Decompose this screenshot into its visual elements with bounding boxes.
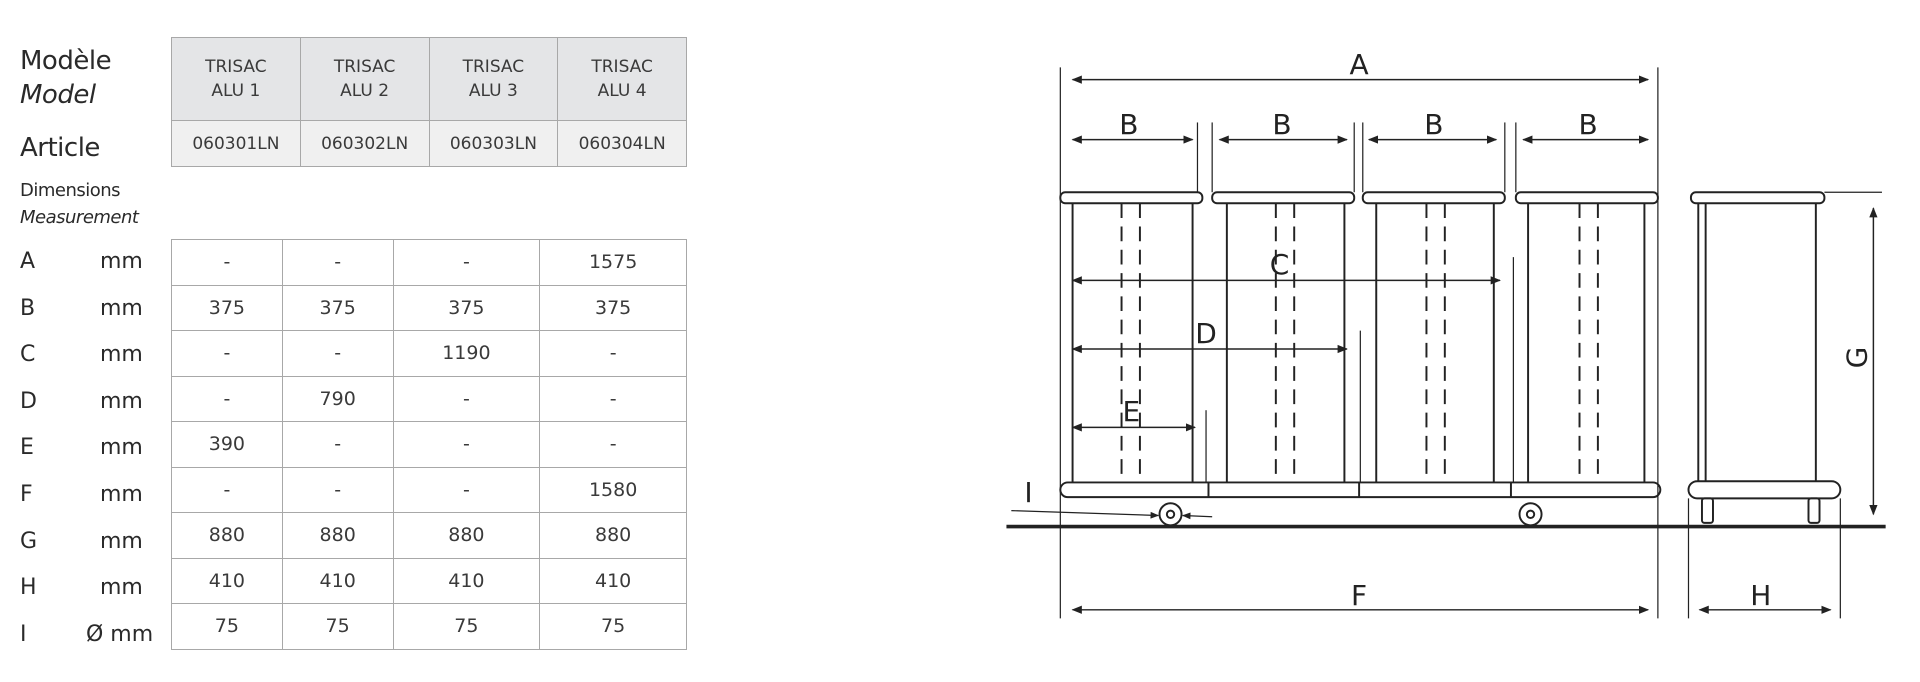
article-number-cell: 060301LN <box>171 120 301 167</box>
dimension-value-cell: 790 <box>281 375 394 422</box>
diagram-label-g: G <box>1840 346 1874 369</box>
dimension-unit: mm <box>100 249 143 274</box>
dimension-unit: mm <box>100 295 143 321</box>
dimension-value-cell: - <box>392 239 541 286</box>
diagram-label-b: B <box>1119 107 1139 141</box>
dimension-letter: H <box>20 575 37 601</box>
model-name-line1: TRISAC <box>462 57 525 77</box>
dimension-arrow-i <box>1011 510 1213 520</box>
dimension-value-cell: - <box>171 330 283 377</box>
cabinet-tops <box>1059 191 1659 205</box>
dimension-value-cell: 75 <box>392 603 541 650</box>
dimension-value-cell: - <box>281 239 394 286</box>
dimension-value-cell: 880 <box>171 512 283 559</box>
extension-lines <box>1059 67 1882 619</box>
dimension-unit: mm <box>100 342 143 368</box>
dimension-row-f: ---1580 <box>171 466 687 513</box>
cabinet-posts <box>1071 203 1646 483</box>
dimension-value-cell: 880 <box>392 512 541 559</box>
diagram-label-b: B <box>1272 107 1292 141</box>
dimension-value-cell: - <box>281 466 394 513</box>
dimension-value-cell: 375 <box>281 284 394 331</box>
diagram-label-h: H <box>1750 579 1772 613</box>
model-name-line1: TRISAC <box>333 57 396 77</box>
dimension-letter: D <box>20 388 37 414</box>
side-view-trolley <box>1687 191 1842 524</box>
dimension-row-a: ---1575 <box>171 239 687 286</box>
dimension-value-cell: - <box>539 330 687 377</box>
model-header-row: TRISAC ALU 1 TRISAC ALU 2 TRISAC ALU 3 TRISAC A… <box>171 37 687 121</box>
model-name-line2: ALU 2 <box>340 81 390 101</box>
model-label-en: Model <box>20 80 96 110</box>
trolley-base <box>1059 481 1662 499</box>
model-table: TRISAC ALU 1 TRISAC ALU 2 TRISAC ALU 3 TRISAC A… <box>171 37 687 167</box>
dimension-value-cell: 410 <box>539 557 687 604</box>
dimension-value-cell: 880 <box>539 512 687 559</box>
dimension-unit: mm <box>100 575 143 601</box>
dimension-letter: G <box>20 528 38 554</box>
dimension-value-cell: - <box>392 375 541 422</box>
dimension-unit: mm <box>100 482 143 507</box>
cabinet-hidden-lines <box>1120 203 1599 483</box>
model-name-cell: TRISAC ALU 4 <box>557 37 687 121</box>
dimension-unit: Ø mm <box>86 621 154 647</box>
diagram-label-d: D <box>1195 317 1217 351</box>
article-label: Article <box>20 133 100 163</box>
dimension-value-cell: 1580 <box>539 466 687 513</box>
dimension-letter: B <box>20 295 36 321</box>
dimensions-label-fr: Dimensions <box>20 180 121 201</box>
dimension-value-cell: 1190 <box>392 330 541 377</box>
dimension-row-c: --1190- <box>171 330 687 377</box>
model-name-cell: TRISAC ALU 2 <box>299 37 430 121</box>
model-name-line1: TRISAC <box>591 57 653 77</box>
diagram-label-b: B <box>1424 107 1444 141</box>
model-name-line2: ALU 3 <box>468 81 518 101</box>
dimension-value-cell: 375 <box>539 284 687 331</box>
dimension-unit: mm <box>100 388 143 414</box>
dimension-value-cell: 75 <box>281 603 394 650</box>
dimension-letter: A <box>20 249 36 274</box>
dimensions-label-en: Measurement <box>20 207 139 228</box>
diagram-label-b: B <box>1578 107 1598 141</box>
dimension-value-cell: 75 <box>171 603 283 650</box>
dimension-value-cell: - <box>171 375 283 422</box>
dimension-letter: E <box>20 435 34 461</box>
model-name-cell: TRISAC ALU 1 <box>171 37 301 121</box>
dimension-unit: mm <box>100 528 143 554</box>
dimension-unit: mm <box>100 435 143 461</box>
dimension-letter: I <box>20 621 27 647</box>
article-number-cell: 060302LN <box>299 120 430 167</box>
dimension-value-cell: 880 <box>281 512 394 559</box>
dimension-value-cell: 410 <box>392 557 541 604</box>
diagram-label-a: A <box>1349 47 1369 81</box>
article-number-cell: 060304LN <box>557 120 687 167</box>
dimension-value-cell: - <box>281 421 394 468</box>
dimension-value-cell: 410 <box>171 557 283 604</box>
article-number-cell: 060303LN <box>428 120 559 167</box>
diagram-label-f: F <box>1351 579 1368 613</box>
diagram-label-i: I <box>1024 476 1033 510</box>
model-name-cell: TRISAC ALU 3 <box>428 37 559 121</box>
dimension-value-cell: - <box>539 421 687 468</box>
model-name-line1: TRISAC <box>205 57 267 77</box>
dimension-letter: F <box>20 482 33 507</box>
model-name-line2: ALU 4 <box>597 81 647 101</box>
dimension-row-d: -790-- <box>171 375 687 422</box>
model-name-line2: ALU 1 <box>211 81 261 101</box>
model-label-fr: Modèle <box>20 46 112 76</box>
caster-wheel-icon <box>1158 502 1543 527</box>
dimension-value-cell: 1575 <box>539 239 687 286</box>
dimension-value-cell: - <box>539 375 687 422</box>
diagram-label-c: C <box>1269 248 1290 282</box>
diagram-label-e: E <box>1122 395 1141 429</box>
dimension-value-cell: 75 <box>539 603 687 650</box>
dimension-letter: C <box>20 342 36 368</box>
